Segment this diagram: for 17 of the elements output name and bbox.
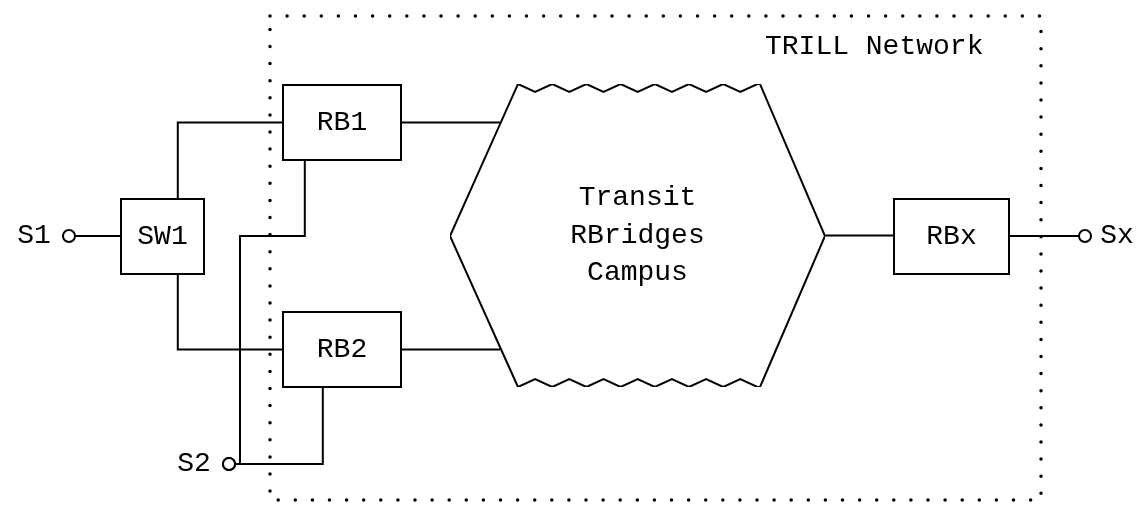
rbridge-box: RB1 [282,84,402,161]
rbridge-box: RB2 [282,311,402,388]
link-line [176,121,283,199]
link-line [824,234,894,237]
link-line [1009,229,1093,243]
link-line [61,229,121,243]
station-label: S2 [166,445,222,483]
link-line [401,121,501,124]
network-title: TRILL Network [765,30,984,64]
link-line [401,348,501,351]
rbridge-box: RBx [893,198,1010,275]
station-label: S1 [6,217,62,255]
switch-box: SW1 [120,198,205,275]
link-line [176,274,283,351]
campus-hexagon: Transit RBridges Campus [450,84,825,387]
station-label: Sx [1092,217,1142,255]
link-line [221,387,324,471]
